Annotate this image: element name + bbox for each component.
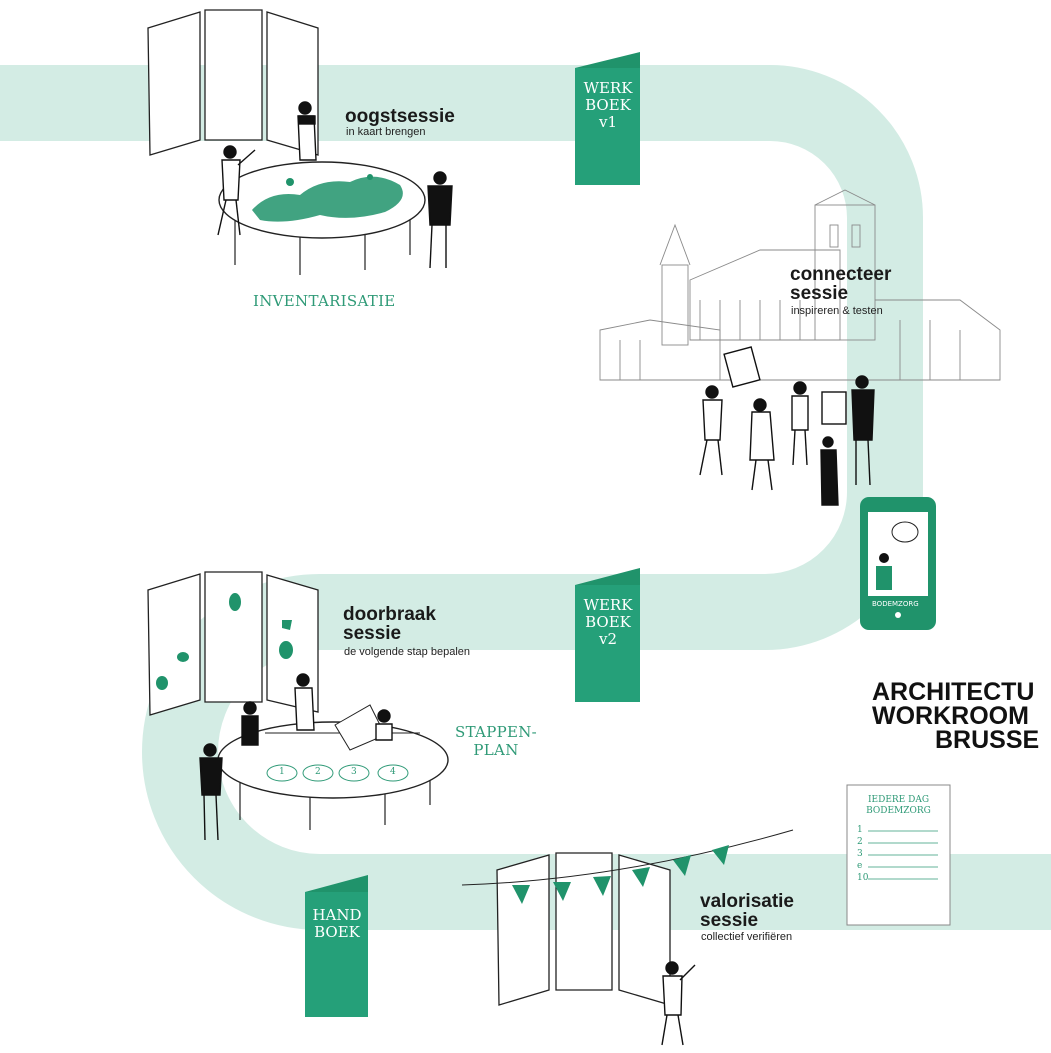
werkboek-v2-label: WERK BOEK v2 (573, 597, 643, 648)
valorisatie-title-2: sessie (700, 910, 759, 931)
handboek-label: HAND BOEK (302, 907, 372, 941)
book-line: BOEK (585, 96, 631, 114)
connecteer-subtitle: inspireren & testen (791, 305, 883, 317)
oogst-panels (147, 9, 319, 156)
person-figure (791, 381, 809, 466)
document-item: 2 (857, 837, 863, 847)
person-figure (294, 673, 315, 731)
person-figure (375, 709, 393, 741)
sticky-notes (156, 593, 293, 690)
process-path (0, 65, 1051, 930)
book-line: v1 (598, 113, 618, 131)
connecteer-title-1: connecteer (790, 264, 892, 285)
stappenplan-line: PLAN (473, 741, 519, 759)
person-figure (427, 171, 453, 269)
step-number: 2 (315, 767, 321, 777)
book-line: v2 (598, 630, 618, 648)
logo-line-1: ARCHITECTU (872, 678, 1035, 706)
document-title-line: BODEMZORG (866, 806, 931, 816)
document-item: e (857, 861, 863, 871)
step-number: 3 (351, 767, 357, 777)
valorisatie-title-1: valorisatie (700, 891, 794, 912)
book-line: WERK (583, 596, 633, 614)
book-line: BOEK (314, 923, 360, 941)
doorbraak-title-2: sessie (343, 623, 402, 644)
book-line: WERK (583, 79, 633, 97)
doorbraak-panels (147, 571, 319, 716)
oogst-subtitle: in kaart brengen (346, 126, 426, 138)
person-figure (661, 961, 696, 1046)
person-figure (241, 701, 259, 746)
step-number: 1 (279, 767, 285, 777)
person-figure (820, 436, 839, 506)
book-icon (575, 568, 640, 702)
person-figure (699, 346, 761, 476)
document-item: 1 (857, 825, 863, 835)
document-item: 3 (857, 849, 863, 859)
person-figure (297, 101, 317, 161)
person-figure (199, 743, 223, 841)
connecteer-title-2: sessie (790, 283, 849, 304)
stappenplan-line: STAPPEN- (455, 723, 538, 741)
oogst-table (218, 161, 426, 275)
document-item: 10 (857, 873, 869, 883)
doorbraak-subtitle: de volgende stap bepalen (344, 646, 470, 658)
person-figure (217, 145, 256, 236)
book-icon (305, 875, 368, 1017)
doorbraak-title-1: doorbraak (343, 604, 436, 625)
oogst-title: oogstsessie (345, 106, 455, 127)
church-sketch (599, 189, 1001, 381)
person-figure (821, 375, 875, 486)
phone-icon (860, 497, 936, 630)
document-title: IEDERE DAG BODEMZORG (847, 795, 950, 817)
book-line: BOEK (585, 613, 631, 631)
valorisatie-panels (496, 852, 671, 1006)
step-number: 4 (390, 767, 396, 777)
step-circles (266, 764, 409, 782)
werkboek-v1-label: WERK BOEK v1 (573, 80, 643, 131)
stappenplan-label: STAPPEN- PLAN (455, 723, 537, 759)
pennant-garland (461, 829, 794, 904)
valorisatie-subtitle: collectief verifiëren (701, 931, 793, 943)
document-title-line: IEDERE DAG (867, 795, 930, 805)
logo-line-3: BRUSSE (935, 726, 1040, 754)
inventarisatie-label: INVENTARISATIE (253, 292, 396, 310)
book-icon (575, 52, 640, 185)
phone-label: BODEMZORG (872, 600, 919, 608)
document-list: 1 2 3 e 10 (857, 824, 868, 884)
logo-line-2: WORKROOM (872, 702, 1029, 730)
person-figure (749, 398, 775, 491)
document-icon (846, 784, 951, 926)
book-line: HAND (312, 906, 362, 924)
